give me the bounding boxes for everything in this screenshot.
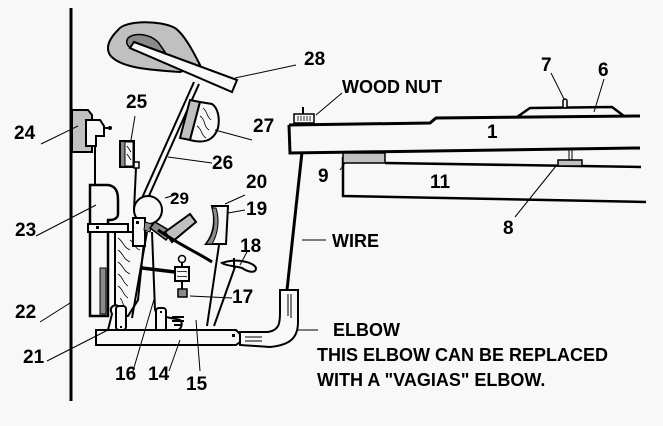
note-line-1: THIS ELBOW CAN BE REPLACED: [317, 345, 608, 365]
hammer-butt: [132, 195, 213, 264]
spring: [172, 316, 184, 326]
label-18: 18: [240, 236, 261, 257]
label-27: 27: [253, 116, 274, 137]
label-26: 26: [212, 153, 233, 174]
label-17: 17: [232, 287, 253, 308]
regulating-button: [174, 254, 190, 298]
label-21: 21: [23, 347, 45, 368]
elbow: [239, 289, 299, 349]
label-1: 1: [487, 122, 498, 143]
key: [287, 114, 641, 155]
label-25: 25: [126, 92, 148, 113]
label-28: 28: [304, 49, 325, 70]
hammer-head: [107, 21, 239, 94]
backcheck: [203, 205, 230, 327]
wood-nut: [293, 107, 315, 124]
key-lead-plate: [516, 98, 625, 119]
label-24: 24: [14, 123, 36, 144]
label-19: 19: [246, 199, 267, 220]
label-11: 11: [430, 172, 451, 193]
jack-flange: [106, 304, 167, 332]
label-9: 9: [318, 166, 329, 187]
label-16: 16: [115, 364, 136, 385]
whippen-rail: [95, 329, 241, 346]
label-23: 23: [15, 220, 36, 241]
wire: [285, 151, 304, 291]
leader-lines: [35, 64, 605, 372]
note-line-2: WITH A "VAGIAS" ELBOW.: [317, 370, 545, 390]
damper-lever: [87, 183, 129, 318]
label-20: 20: [246, 172, 267, 193]
label-8: 8: [503, 218, 514, 239]
label-wood-nut: WOOD NUT: [342, 77, 442, 97]
label-22: 22: [15, 302, 36, 323]
label-15: 15: [186, 374, 208, 395]
bridle-wire: [213, 258, 258, 327]
action-bracket: [71, 109, 112, 186]
label-6: 6: [598, 60, 609, 81]
catcher: [178, 98, 220, 143]
label-wire: WIRE: [332, 231, 379, 251]
damper-felt: [119, 140, 140, 211]
label-29: 29: [170, 189, 189, 208]
label-14: 14: [148, 364, 170, 385]
label-7: 7: [541, 55, 552, 76]
label-elbow: ELBOW: [333, 320, 400, 340]
keybed: [341, 152, 647, 204]
balance-pin: [557, 149, 583, 167]
